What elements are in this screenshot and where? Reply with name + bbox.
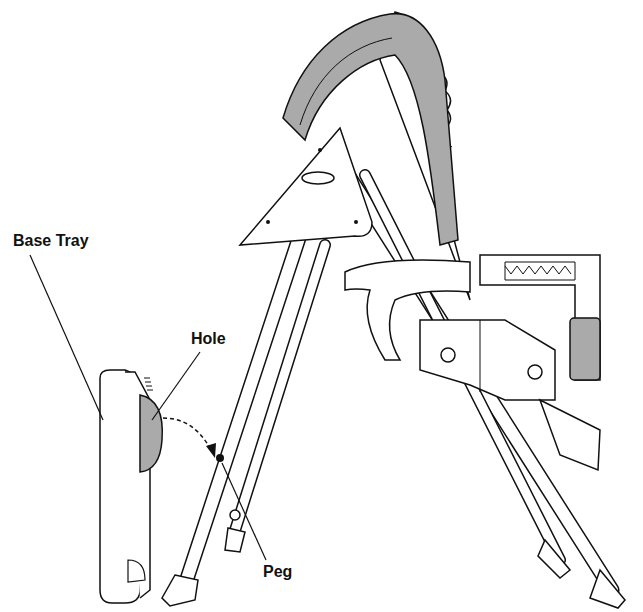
rear-foot — [590, 570, 625, 608]
leader-line — [152, 352, 200, 420]
hinge-seam — [480, 320, 481, 392]
hinge-block — [420, 320, 555, 400]
rear-leg — [345, 170, 612, 590]
tray-ribs — [144, 378, 153, 390]
footrest-teeth — [505, 266, 571, 274]
motion-arrow — [163, 418, 212, 452]
motion-arrowhead — [206, 443, 216, 458]
lower-bracket — [540, 400, 600, 470]
rear-leg — [365, 175, 560, 560]
front-leg — [232, 245, 325, 540]
rivet — [354, 220, 358, 224]
rivet — [266, 220, 270, 224]
tray-hole-boss — [140, 395, 162, 472]
hinge-knob — [441, 348, 455, 362]
front-leg — [185, 235, 300, 585]
panel-badge — [302, 172, 334, 184]
tray-foot — [128, 560, 145, 582]
peg-symbol — [216, 454, 224, 462]
rear-foot — [538, 540, 570, 578]
front-foot — [225, 528, 245, 552]
hinge-knob — [528, 365, 542, 379]
rear-leg — [365, 175, 560, 560]
part-label: Base Tray — [12, 232, 90, 250]
front-leg — [232, 245, 325, 540]
front-foot — [162, 575, 198, 606]
part-label: Peg — [262, 563, 293, 581]
side-panel — [240, 128, 372, 245]
part-label: Hole — [190, 330, 227, 348]
leader-line — [222, 463, 266, 560]
footrest-grip — [505, 262, 575, 280]
rear-leg — [345, 170, 612, 590]
leader-line — [30, 255, 103, 420]
wheel-pivot — [230, 510, 240, 520]
strap — [570, 318, 600, 380]
front-leg — [185, 235, 300, 585]
cushion-seam — [300, 38, 392, 125]
rivet — [318, 148, 322, 152]
